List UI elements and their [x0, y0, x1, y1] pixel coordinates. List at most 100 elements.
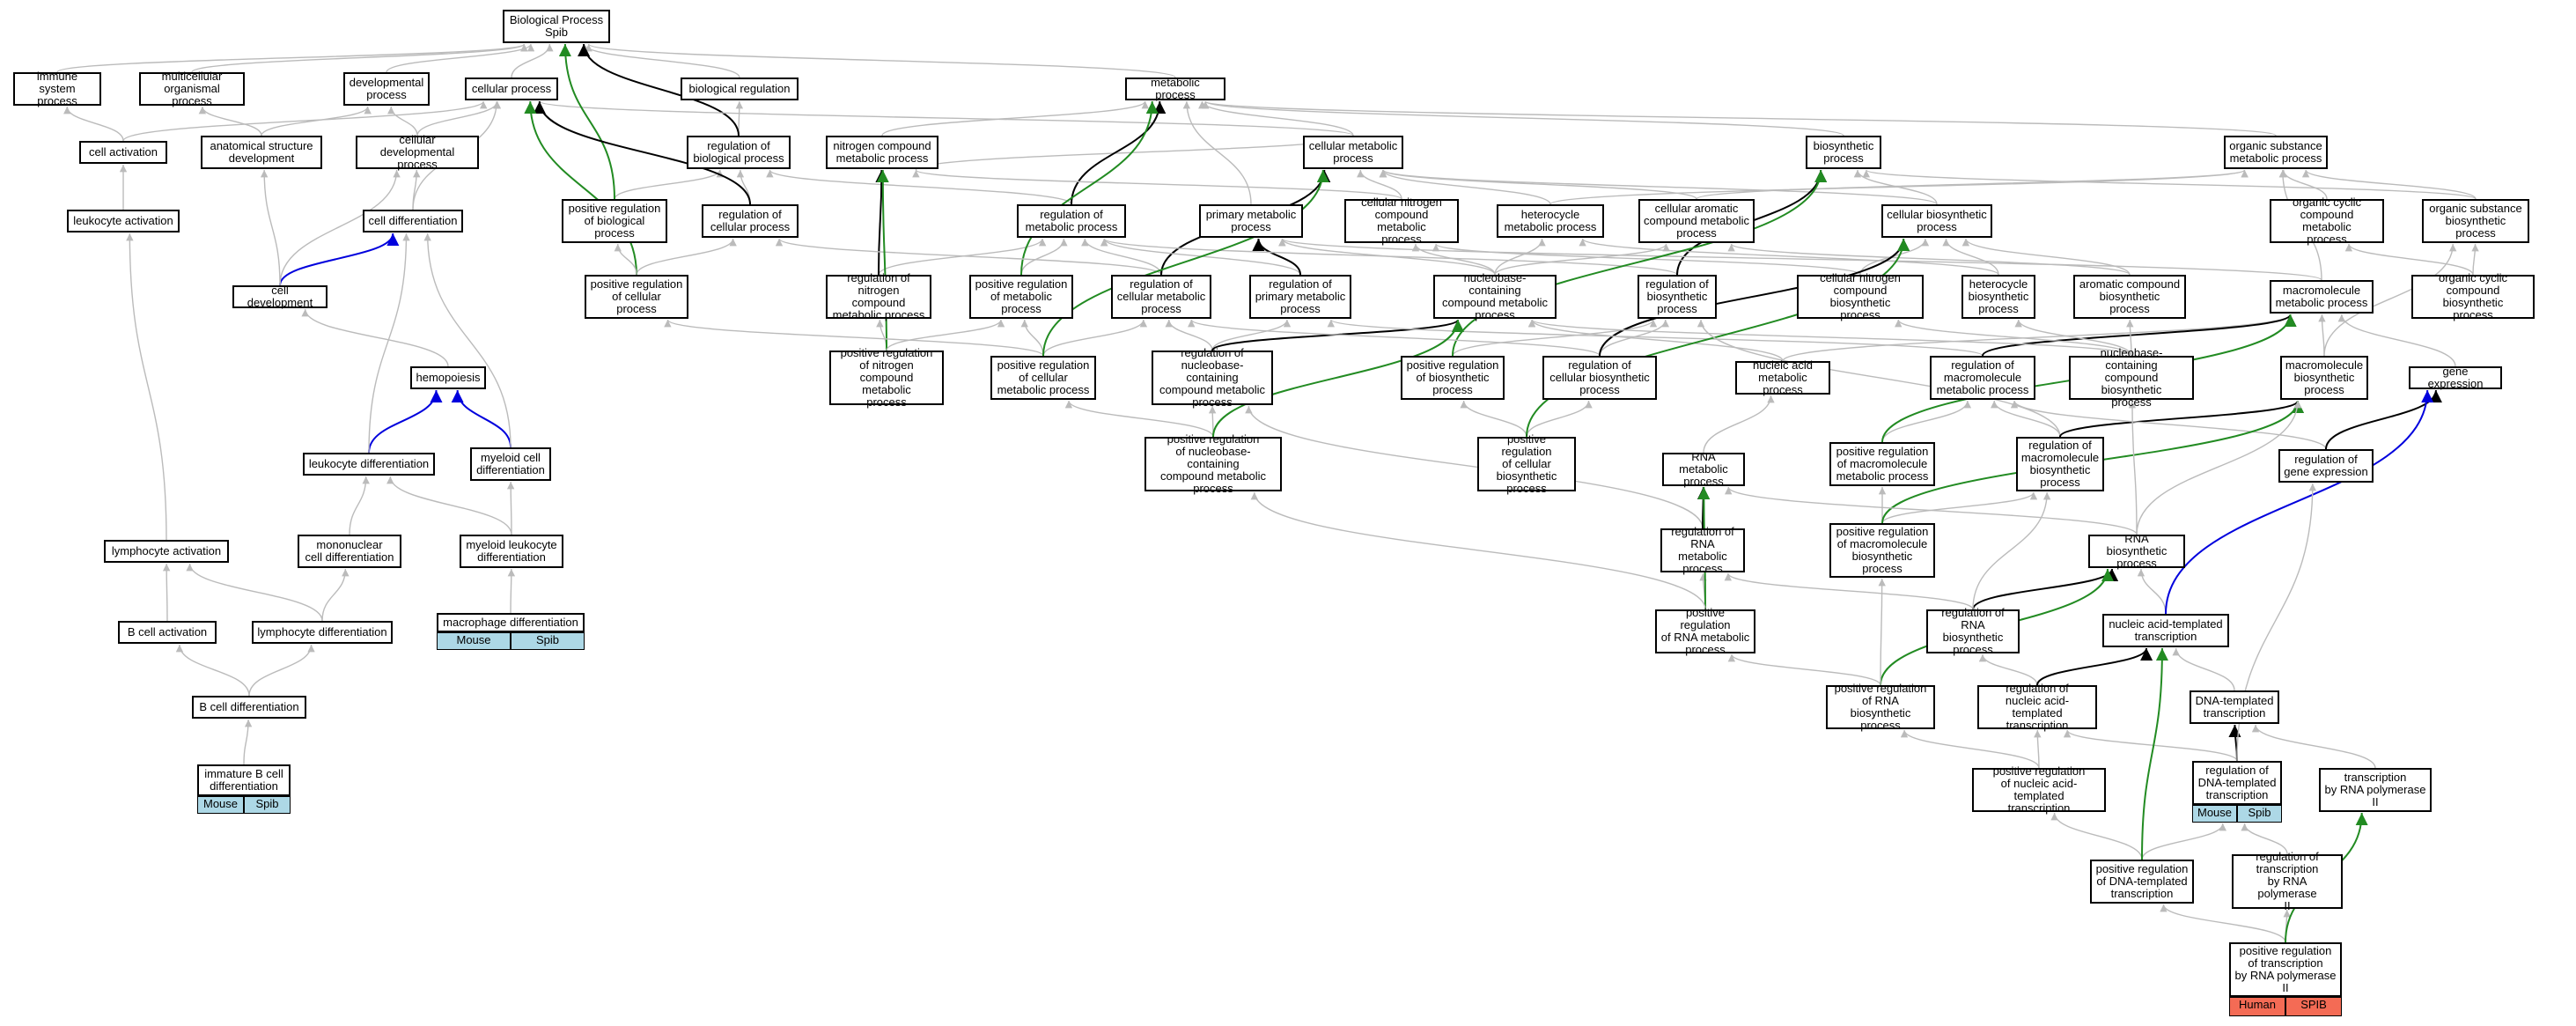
edge [1252, 238, 1301, 276]
edge [1942, 238, 1999, 276]
node-cellular-developmental-process[interactable]: cellular developmental process [356, 134, 479, 171]
node-regulation-of-gene-expression[interactable]: regulation of gene expression [2278, 449, 2374, 483]
node-developmental-process[interactable]: developmental process [343, 72, 430, 106]
node-rna-metabolic-process[interactable]: RNA metabolic process [1662, 451, 1745, 488]
edge [636, 238, 737, 276]
gene-label: SPIB [2285, 997, 2342, 1016]
node-transcription-by-rna-polymerase-ii[interactable]: transcription by RNA polymerase II [2319, 768, 2432, 812]
node-positive-regulation-of-rna-biosynthetic-process[interactable]: positive regulation of RNA biosynthetic … [1826, 683, 1935, 732]
node-organic-cyclic-compound-biosynthetic-process[interactable]: organic cyclic compound biosynthetic pro… [2411, 272, 2535, 321]
node-positive-regulation-of-metabolic-process[interactable]: positive regulation of metabolic process [969, 275, 1073, 319]
node-cellular-metabolic-process[interactable]: cellular metabolic process [1303, 136, 1403, 169]
node-cell-activation[interactable]: cell activation [79, 141, 167, 164]
node-regulation-of-nitrogen-compound-metabolic-process[interactable]: regulation of nitrogen compound metaboli… [826, 272, 931, 321]
node-cell-development[interactable]: cell development [232, 284, 328, 309]
node-positive-regulation-of-macromolecule-metabolic-process[interactable]: positive regulation of macromolecule met… [1829, 442, 1935, 486]
node-myeloid-leukocyte-differentiation[interactable]: myeloid leukocyte differentiation [460, 535, 563, 568]
node-macrophage-differentiation[interactable]: macrophage differentiation [437, 613, 585, 632]
node-nucleobase-containing-compound-biosynthetic-process[interactable]: nucleobase-containing compound biosynthe… [2069, 347, 2194, 409]
node-regulation-of-macromolecule-biosynthetic-process[interactable]: regulation of macromolecule biosynthetic… [2016, 437, 2104, 491]
edge [585, 43, 1176, 78]
node-nucleic-acid-templated-transcription[interactable]: nucleic acid-templated transcription [2102, 614, 2229, 647]
edge [1579, 238, 1999, 276]
node-rna-biosynthetic-process[interactable]: RNA biosynthetic process [2088, 533, 2185, 570]
node-positive-regulation-of-biological-process[interactable]: positive regulation of biological proces… [562, 199, 667, 243]
edge [881, 100, 1149, 137]
node-regulation-of-biosynthetic-process[interactable]: regulation of biosynthetic process [1638, 275, 1717, 319]
node-regulation-of-rna-biosynthetic-process[interactable]: regulation of RNA biosynthetic process [1926, 607, 2020, 656]
node-primary-metabolic-process[interactable]: primary metabolic process [1199, 204, 1303, 238]
edge [2471, 243, 2479, 276]
node-macromolecule-metabolic-process[interactable]: macromolecule metabolic process [2270, 280, 2374, 314]
node-regulation-of-metabolic-process[interactable]: regulation of metabolic process [1017, 204, 1126, 238]
node-leukocyte-differentiation[interactable]: leukocyte differentiation [303, 453, 435, 476]
node-organic-cyclic-compound-metabolic-process[interactable]: organic cyclic compound metabolic proces… [2270, 196, 2384, 246]
node-myeloid-cell-differentiation[interactable]: myeloid cell differentiation [470, 447, 551, 481]
node-b-cell-differentiation[interactable]: B cell differentiation [192, 696, 306, 719]
node-leukocyte-activation[interactable]: leukocyte activation [67, 210, 180, 233]
node-lymphocyte-differentiation[interactable]: lymphocyte differentiation [252, 621, 393, 644]
node-biological-regulation[interactable]: biological regulation [681, 78, 799, 100]
node-lymphocyte-activation[interactable]: lymphocyte activation [104, 540, 229, 563]
node-positive-regulation-of-cellular-metabolic-process[interactable]: positive regulation of cellular metaboli… [990, 356, 1096, 400]
edge [1696, 169, 2248, 200]
edge [321, 568, 350, 622]
node-metabolic-process[interactable]: metabolic process [1125, 77, 1225, 101]
node-regulation-of-dna-templated-transcription[interactable]: regulation of DNA-templated transcriptio… [2192, 761, 2282, 805]
node-positive-regulation-of-rna-metabolic-process[interactable]: positive regulation of RNA metabolic pro… [1655, 607, 1755, 656]
node-positive-regulation-of-biosynthetic-process[interactable]: positive regulation of biosynthetic proc… [1401, 356, 1505, 400]
node-regulation-of-nucleobase-containing-compound-metabolic-process[interactable]: regulation of nucleobase-containing comp… [1152, 347, 1273, 409]
node-positive-regulation-of-transcription-by-rna-polymerase-ii[interactable]: positive regulation of transcription by … [2229, 942, 2342, 997]
node-biological-process-spib[interactable]: Biological Process Spib [503, 10, 610, 43]
node-dna-templated-transcription[interactable]: DNA-templated transcription [2190, 690, 2279, 724]
edge [506, 481, 515, 535]
node-positive-regulation-of-nitrogen-compound-metabolic-process[interactable]: positive regulation of nitrogen compound… [829, 347, 944, 409]
node-heterocycle-metabolic-process[interactable]: heterocycle metabolic process [1497, 204, 1604, 238]
node-regulation-of-cellular-biosynthetic-process[interactable]: regulation of cellular biosynthetic proc… [1542, 356, 1657, 400]
edge [1379, 169, 1551, 205]
node-heterocycle-biosynthetic-process[interactable]: heterocycle biosynthetic process [1961, 275, 2035, 319]
node-anatomical-structure-development[interactable]: anatomical structure development [201, 136, 322, 169]
node-positive-regulation-of-cellular-process[interactable]: positive regulation of cellular process [585, 275, 688, 319]
node-nucleobase-containing-compound-metabolic-process[interactable]: nucleobase-containing compound metabolic… [1433, 272, 1557, 321]
node-regulation-of-biological-process[interactable]: regulation of biological process [687, 136, 791, 169]
node-mononuclear-cell-differentiation[interactable]: mononuclear cell differentiation [298, 535, 401, 568]
node-positive-regulation-of-cellular-biosynthetic-process[interactable]: positive regulation of cellular biosynth… [1477, 433, 1576, 495]
edge [2137, 568, 2167, 615]
node-macromolecule-biosynthetic-process[interactable]: macromolecule biosynthetic process [2280, 356, 2368, 400]
node-regulation-of-transcription-by-rna-polymerase-ii[interactable]: regulation of transcription by RNA polym… [2232, 851, 2343, 912]
node-positive-regulation-of-nucleic-acid-templated-transcription[interactable]: positive regulation of nucleic acid-temp… [1972, 765, 2106, 815]
node-regulation-of-rna-metabolic-process[interactable]: regulation of RNA metabolic process [1660, 526, 1745, 575]
edge [1020, 238, 1068, 276]
node-b-cell-activation[interactable]: B cell activation [118, 621, 217, 644]
node-cellular-biosynthetic-process[interactable]: cellular biosynthetic process [1881, 204, 1992, 238]
node-cellular-process[interactable]: cellular process [465, 78, 558, 100]
node-nitrogen-compound-metabolic-process[interactable]: nitrogen compound metabolic process [826, 136, 938, 169]
node-regulation-of-primary-metabolic-process[interactable]: regulation of primary metabolic process [1249, 275, 1351, 319]
edge [1978, 653, 2038, 686]
node-aromatic-compound-biosynthetic-process[interactable]: aromatic compound biosynthetic process [2073, 275, 2186, 319]
edge [1064, 400, 1214, 438]
node-regulation-of-cellular-process[interactable]: regulation of cellular process [702, 204, 799, 238]
node-nucleic-acid-metabolic-process[interactable]: nucleic acid metabolic process [1735, 359, 1830, 396]
node-positive-regulation-of-macromolecule-biosynthetic-process[interactable]: positive regulation of macromolecule bio… [1829, 523, 1935, 578]
node-positive-regulation-of-nucleobase-containing-compound-metabolic-process[interactable]: positive regulation of nucleobase-contai… [1144, 433, 1282, 495]
node-immune-system-process[interactable]: immune system process [13, 70, 101, 107]
node-positive-regulation-of-dna-templated-transcription[interactable]: positive regulation of DNA-templated tra… [2090, 860, 2194, 904]
edge [386, 43, 535, 73]
edge [1081, 238, 1162, 276]
node-cellular-nitrogen-compound-metabolic-process[interactable]: cellular nitrogen compound metabolic pro… [1344, 196, 1459, 246]
node-hemopoiesis[interactable]: hemopoiesis [410, 366, 486, 389]
node-regulation-of-nucleic-acid-templated-transcription[interactable]: regulation of nucleic acid-templated tra… [1977, 683, 2097, 732]
node-regulation-of-macromolecule-metabolic-process[interactable]: regulation of macromolecule metabolic pr… [1930, 356, 2035, 400]
node-cellular-aromatic-compound-metabolic-process[interactable]: cellular aromatic compound metabolic pro… [1638, 199, 1755, 243]
node-organic-substance-biosynthetic-process[interactable]: organic substance biosynthetic process [2422, 199, 2529, 243]
node-regulation-of-cellular-metabolic-process[interactable]: regulation of cellular metabolic process [1111, 275, 1211, 319]
node-immature-b-cell-differentiation[interactable]: immature B cell differentiation [197, 764, 291, 796]
node-multicellular-organismal-process[interactable]: multicellular organismal process [139, 70, 245, 107]
node-organic-substance-metabolic-process[interactable]: organic substance metabolic process [2224, 136, 2328, 169]
node-biosynthetic-process[interactable]: biosynthetic process [1806, 136, 1881, 169]
node-gene-expression[interactable]: gene expression [2409, 365, 2502, 390]
node-cellular-nitrogen-compound-biosynthetic-process[interactable]: cellular nitrogen compound biosynthetic … [1797, 272, 1924, 321]
node-cell-differentiation[interactable]: cell differentiation [363, 210, 463, 233]
